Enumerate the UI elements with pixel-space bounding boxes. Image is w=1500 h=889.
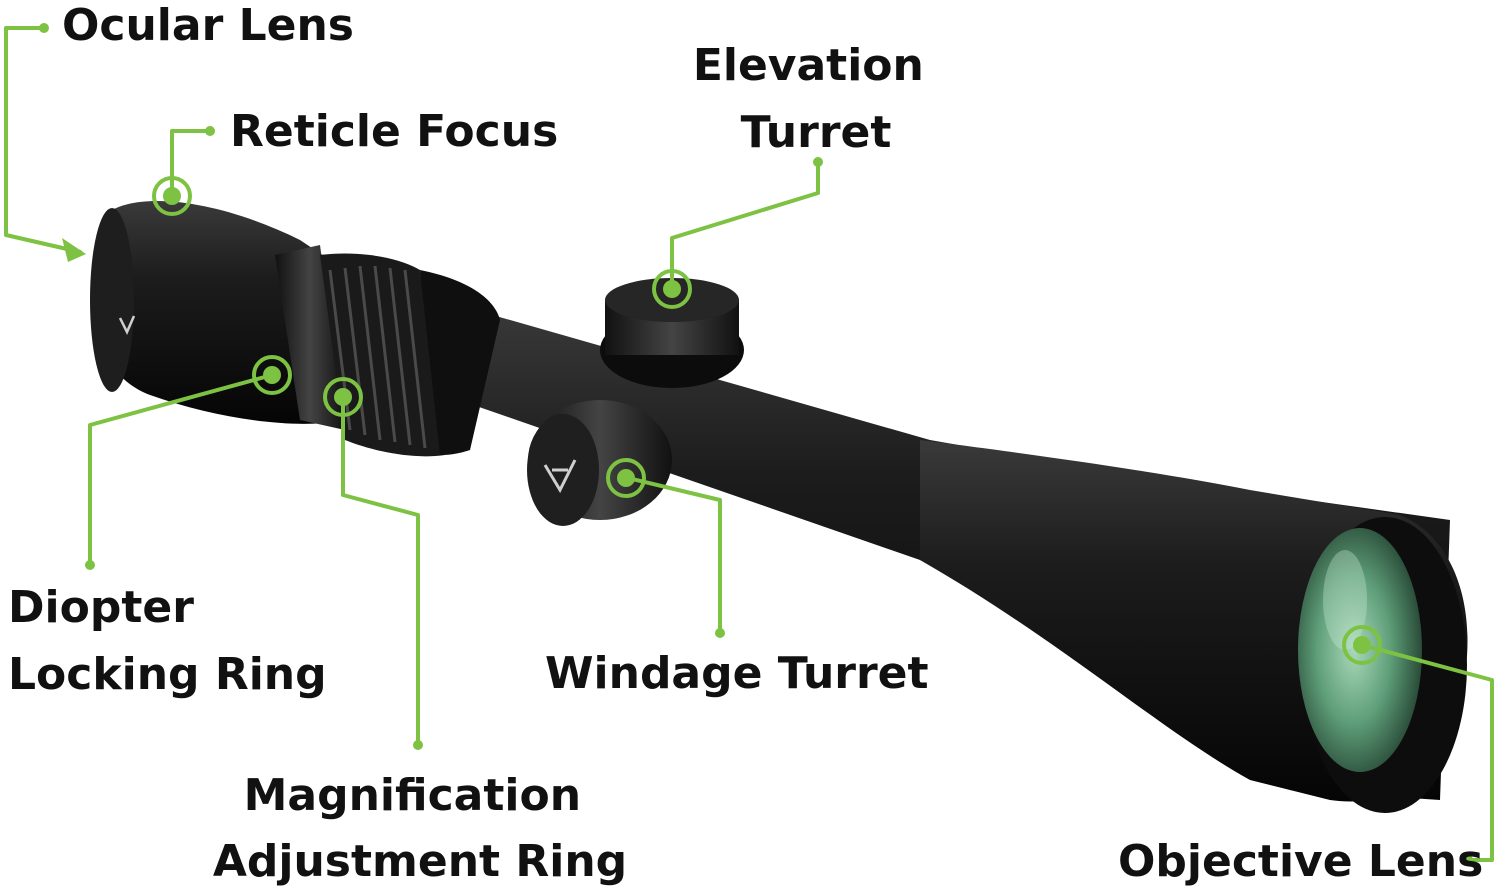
leader-dot-ocular-lens [39, 23, 49, 33]
objective-lens-glare [1323, 550, 1367, 650]
label-magnification-line-2: Adjustment Ring [213, 836, 627, 887]
label-elevation-line-1: Elevation [693, 40, 924, 91]
label-elevation-line-2: Turret [741, 107, 892, 158]
label-magnification-adjustment-ring: Magnification Adjustment Ring [213, 770, 627, 887]
leader-dot-diopter-ring [85, 560, 95, 570]
callout-ring-windage-turret [606, 458, 646, 498]
leader-line-objective-lens [1360, 643, 1494, 862]
callout-ring-magnification-ring [323, 377, 363, 417]
leader-line-elevation-turret [670, 160, 820, 289]
label-diopter-locking-ring: Diopter Locking Ring [8, 582, 327, 700]
leader-dot-windage-turret [715, 628, 725, 638]
leader-line-magnification-ring [341, 395, 420, 747]
callout-lines [4, 23, 1494, 865]
callout-point-magnification-ring [334, 388, 352, 406]
leader-line-ocular-lens [4, 26, 82, 254]
elevation-turret-cap [605, 278, 739, 322]
label-magnification-line-1: Magnification [244, 770, 581, 821]
label-diopter-line-1: Diopter [8, 582, 194, 633]
label-windage-turret: Windage Turret [545, 648, 929, 699]
label-elevation-turret: Elevation Turret [693, 40, 939, 158]
ocular-end [90, 208, 134, 392]
diopter-ring [275, 245, 345, 430]
callout-point-windage-turret [617, 469, 635, 487]
callout-ring-diopter-ring [252, 355, 292, 395]
label-reticle-focus: Reticle Focus [230, 106, 558, 157]
leader-line-diopter-ring [88, 373, 274, 567]
magnification-ring [320, 253, 445, 457]
leader-dot-reticle-focus [205, 126, 215, 136]
callout-point-objective-lens [1353, 636, 1371, 654]
brand-logo-icon [543, 459, 577, 494]
arrow-head-icon [62, 238, 86, 262]
labels: Ocular Lens Reticle Focus Elevation Turr… [8, 0, 1483, 887]
leader-dot-elevation-turret [813, 157, 823, 167]
leader-dot-magnification-ring [413, 740, 423, 750]
label-ocular-lens: Ocular Lens [62, 0, 354, 51]
callout-point-elevation-turret [663, 280, 681, 298]
label-objective-lens: Objective Lens [1118, 836, 1483, 887]
callout-point-reticle-focus [163, 187, 181, 205]
leader-dot-objective-lens [1463, 855, 1473, 865]
callout-ring-elevation-turret [652, 269, 692, 309]
callout-ring-objective-lens [1342, 625, 1382, 665]
callout-point-diopter-ring [263, 366, 281, 384]
riflescope [90, 201, 1468, 813]
label-diopter-line-2: Locking Ring [8, 649, 327, 700]
leader-line-windage-turret [626, 476, 722, 635]
power-collar [420, 270, 500, 455]
eyepiece-logo-icon [118, 315, 136, 335]
callout-ring-reticle-focus [152, 176, 192, 216]
leader-line-reticle-focus [170, 129, 212, 197]
